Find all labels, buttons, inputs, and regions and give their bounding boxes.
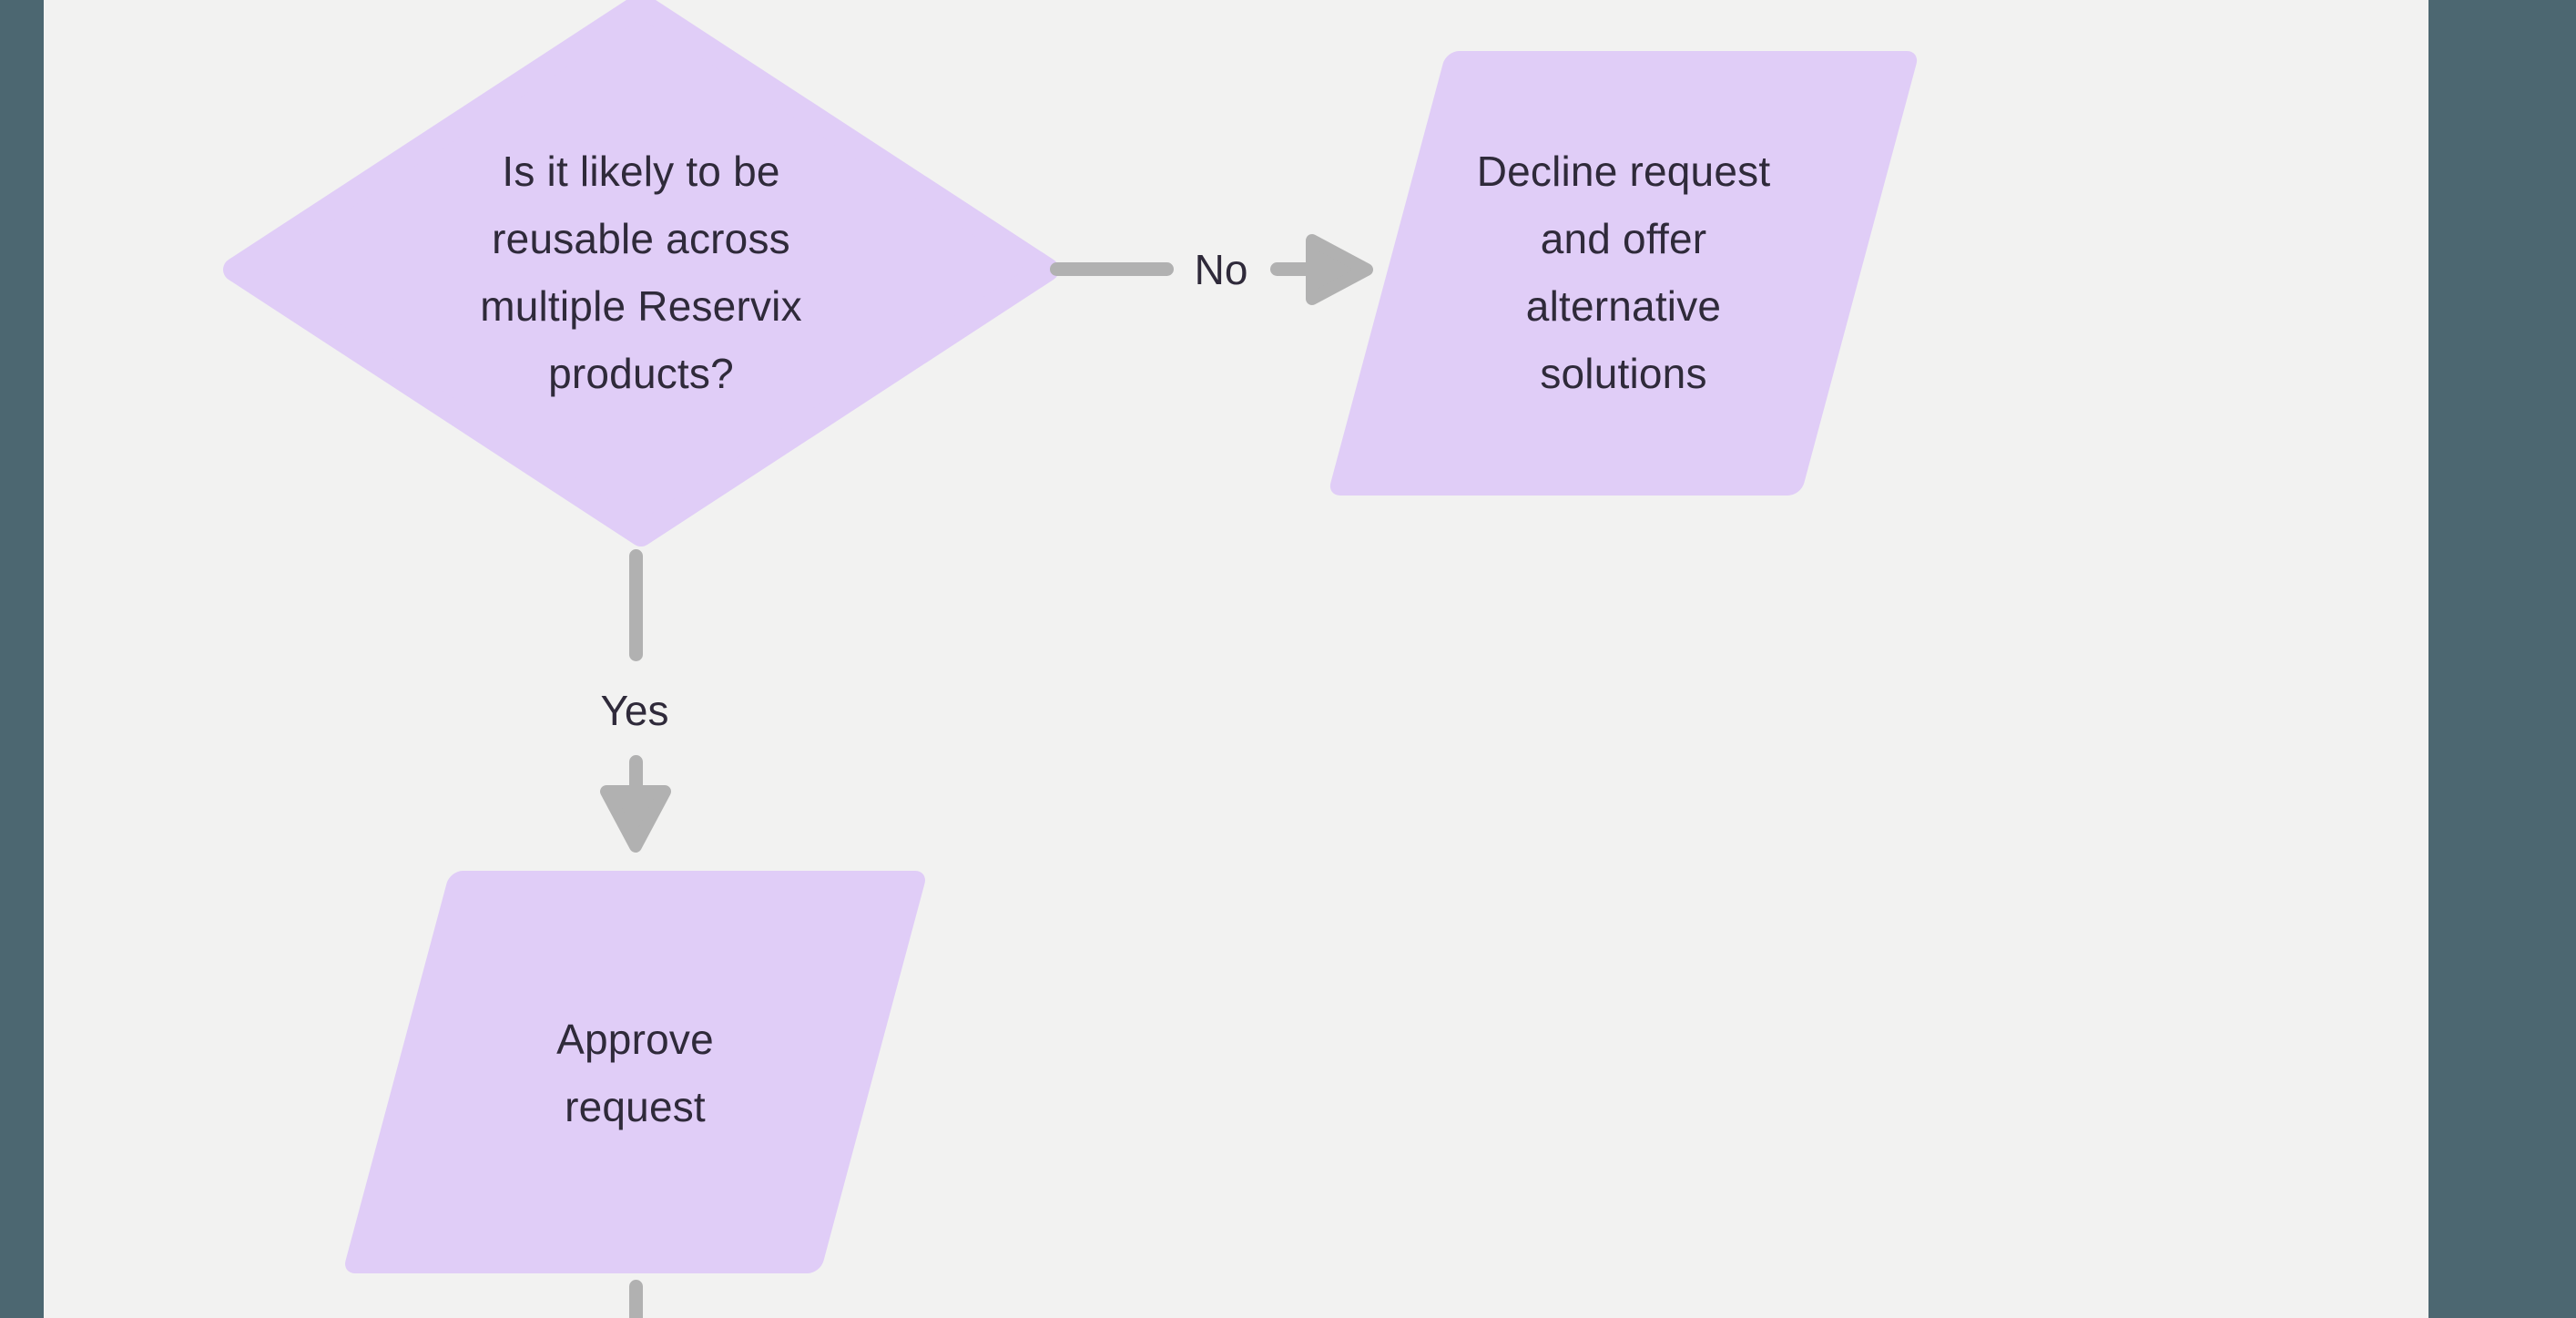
- left-edge-bar: [0, 0, 44, 1318]
- approve-node-shape[interactable]: [341, 871, 929, 1273]
- yes-branch-label: Yes: [600, 687, 669, 734]
- continuation-connector-line: [629, 1280, 643, 1318]
- yes-connector-line: [629, 549, 643, 661]
- right-edge-bar: [2428, 0, 2576, 1318]
- decision-diamond-shape[interactable]: [222, 0, 1060, 547]
- decline-node-shape[interactable]: [1327, 51, 1920, 496]
- no-connector-line: [1050, 262, 1174, 276]
- no-branch-label: No: [1194, 246, 1248, 293]
- right-arrowhead-icon: [1306, 234, 1373, 305]
- yes-connector-line: [629, 755, 643, 793]
- down-arrowhead-icon: [600, 785, 671, 853]
